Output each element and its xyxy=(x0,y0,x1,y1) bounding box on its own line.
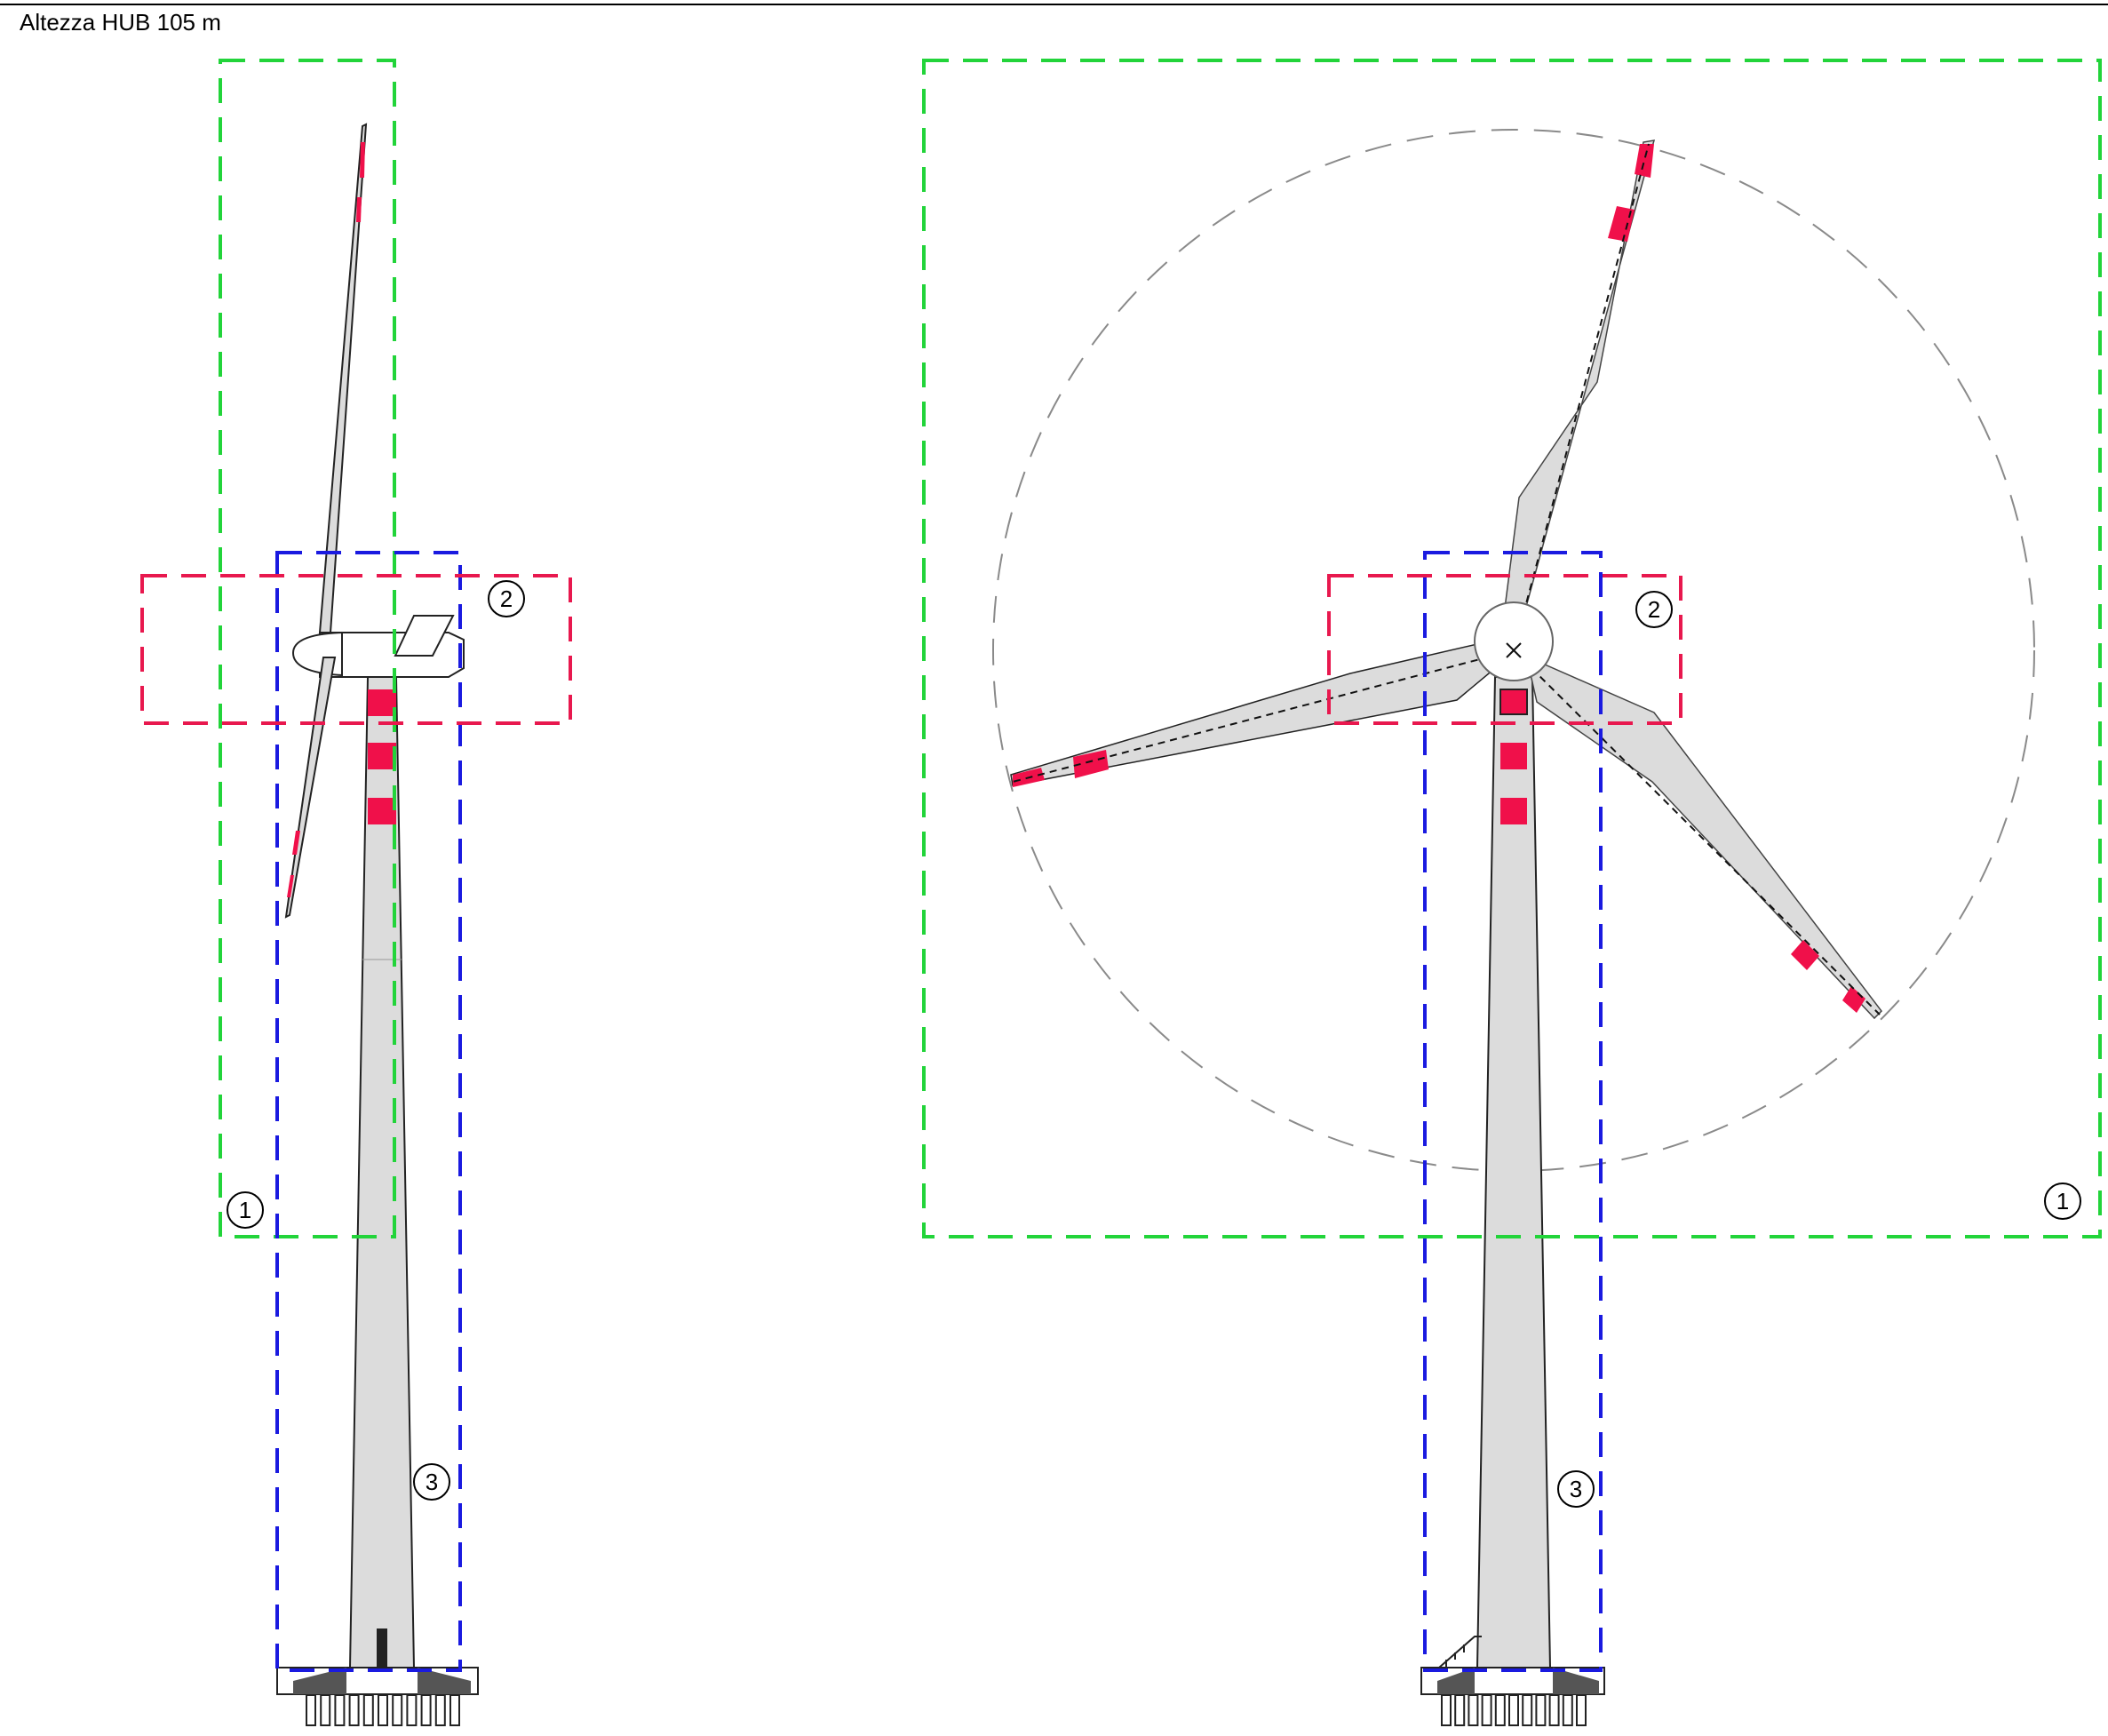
zone-2-box-front xyxy=(1327,574,1682,725)
foundation-pile xyxy=(392,1694,403,1726)
foundation-pile xyxy=(1454,1694,1466,1726)
svg-text:1: 1 xyxy=(2056,1188,2069,1214)
foundation-pile xyxy=(362,1694,374,1726)
svg-text:3: 3 xyxy=(426,1469,438,1495)
zone-2-marker-front: 2 xyxy=(1635,591,1673,628)
front-foundation-right-plinth xyxy=(1553,1668,1599,1694)
front-blade-right-mark-1 xyxy=(1791,940,1819,970)
svg-text:1: 1 xyxy=(239,1197,251,1223)
zone-3-box-side xyxy=(275,551,462,1672)
side-blade-up-tip-marking xyxy=(360,142,365,178)
side-tower xyxy=(348,676,416,1668)
front-tower-marking-1 xyxy=(1499,689,1528,715)
side-spinner xyxy=(291,631,343,677)
front-tower-marking-2 xyxy=(1500,743,1527,769)
foundation-pile xyxy=(1576,1694,1587,1726)
foundation-pile xyxy=(1441,1694,1452,1726)
foundation-pile xyxy=(406,1694,418,1726)
zone-2-marker-side: 2 xyxy=(488,580,525,617)
foundation-pile xyxy=(1481,1694,1492,1726)
front-blade-up-mark-2 xyxy=(1608,206,1635,242)
foundation-pile xyxy=(306,1694,316,1726)
side-foundation-door xyxy=(377,1628,387,1668)
zone-3-box-front xyxy=(1423,551,1603,1672)
front-tower xyxy=(1476,676,1552,1668)
side-blade-up-mark-2 xyxy=(356,197,362,222)
front-foundation-left-plinth xyxy=(1437,1668,1475,1694)
zone-3-marker-side: 3 xyxy=(413,1463,450,1501)
side-tower-marking-2 xyxy=(368,743,396,769)
front-blade-right-axis xyxy=(1513,649,1881,1015)
front-tower-marking-3 xyxy=(1500,798,1527,824)
foundation-pile xyxy=(1548,1694,1560,1726)
foundation-pile xyxy=(1562,1694,1573,1726)
front-blade-left-mark-2 xyxy=(1073,750,1109,778)
side-blade-up xyxy=(318,123,368,633)
svg-text:2: 2 xyxy=(500,585,513,612)
foundation-pile xyxy=(1522,1694,1533,1726)
side-nacelle-cooler xyxy=(394,615,455,657)
front-blade-right xyxy=(1523,646,1882,1020)
foundation-pile xyxy=(378,1694,388,1726)
front-hub xyxy=(1474,601,1554,681)
zone-1-box-side xyxy=(219,59,396,1238)
foundation-pile xyxy=(1468,1694,1479,1726)
drawing-title: Altezza HUB 105 m xyxy=(20,9,221,36)
front-view xyxy=(992,129,2035,1726)
side-foundation-right-plinth xyxy=(418,1668,471,1694)
foundation-pile xyxy=(1494,1694,1506,1726)
front-blade-right-mark-2 xyxy=(1842,986,1865,1013)
side-foundation-piles xyxy=(306,1694,460,1726)
front-foundation-piles xyxy=(1441,1694,1587,1726)
zone-3-marker-front: 3 xyxy=(1557,1470,1595,1508)
side-blade-down-mark-1 xyxy=(292,831,300,855)
front-blade-up-mark-1 xyxy=(1635,144,1654,178)
foundation-pile xyxy=(348,1694,360,1726)
zone-2-box-side xyxy=(140,574,572,725)
foundation-pile xyxy=(420,1694,432,1726)
front-access-stair xyxy=(1438,1636,1482,1668)
zone-1-marker-front: 1 xyxy=(2044,1183,2081,1220)
side-blade-down-mark-2 xyxy=(287,875,294,897)
foundation-pile xyxy=(1508,1694,1519,1726)
side-tower-marking-1 xyxy=(368,689,396,716)
front-blade-left xyxy=(1010,641,1500,786)
zone-1-marker-side: 1 xyxy=(227,1191,264,1229)
foundation-pile xyxy=(334,1694,346,1726)
foundation-pile xyxy=(434,1694,446,1726)
side-foundation-left-plinth xyxy=(293,1668,346,1694)
zone-1-box-front xyxy=(922,59,2102,1238)
foundation-pile xyxy=(1535,1694,1547,1726)
svg-text:3: 3 xyxy=(1570,1476,1582,1502)
side-tower-marking-3 xyxy=(368,798,396,824)
foundation-pile xyxy=(320,1694,331,1726)
foundation-pile xyxy=(449,1694,460,1726)
top-border-line xyxy=(0,4,2108,5)
front-blade-up-axis xyxy=(1513,143,1650,651)
svg-text:2: 2 xyxy=(1648,596,1660,623)
front-hub-cross-b xyxy=(1506,642,1522,658)
